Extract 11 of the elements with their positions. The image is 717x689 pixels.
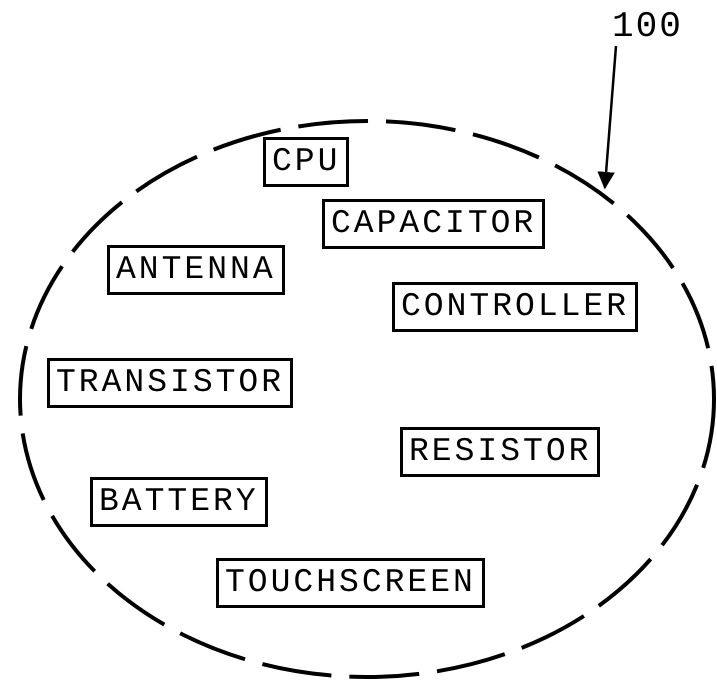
- leader-arrow: [597, 46, 618, 190]
- component-box: CONTROLLER: [392, 282, 638, 332]
- component-box: RESISTOR: [400, 427, 600, 477]
- component-box: CAPACITOR: [322, 199, 546, 249]
- component-box: ANTENNA: [107, 245, 285, 295]
- dashed-ellipse: [17, 118, 717, 680]
- component-box: TOUCHSCREEN: [216, 558, 485, 608]
- component-box: CPU: [263, 137, 350, 187]
- component-box: BATTERY: [90, 477, 268, 527]
- component-box: TRANSISTOR: [47, 358, 294, 408]
- reference-numeral: 100: [612, 8, 683, 46]
